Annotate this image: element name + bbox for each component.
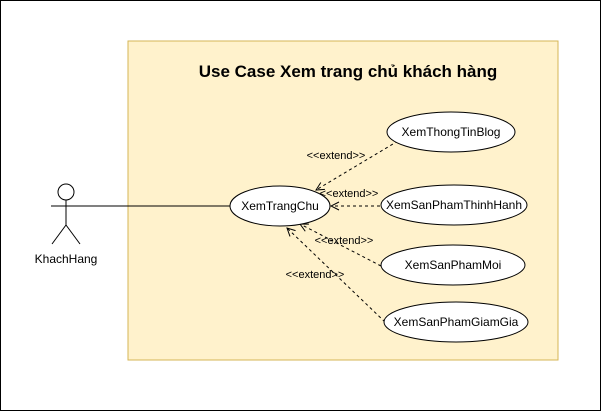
actor-khachhang — [51, 183, 81, 245]
extend-line-blog — [316, 140, 399, 190]
actor-leg-left — [51, 224, 67, 245]
extend-label-giamgia: <<extend>> — [286, 269, 345, 281]
extend-line-giamgia — [287, 228, 386, 323]
diagram-title: Use Case Xem trang chủ khách hàng — [199, 62, 498, 81]
actor-leg-right — [65, 224, 81, 245]
extend-label-blog: <<extend>> — [307, 150, 366, 162]
actor-head — [57, 183, 75, 201]
usecase-xemtrangchu-label: XemTrangChu — [241, 199, 319, 213]
usecase-xemsanphammoi-label: XemSanPhamMoi — [405, 258, 502, 272]
usecase-xemsanphammoi[interactable] — [380, 244, 526, 286]
usecase-xemthongtinblog-label: XemThongTinBlog — [402, 125, 501, 139]
extend-label-moi: <<extend>> — [315, 235, 374, 247]
actor-label: KhachHang — [35, 252, 98, 266]
usecase-xemthongtinblog[interactable] — [386, 111, 516, 153]
usecase-xemsanphamgiamgia[interactable] — [383, 301, 529, 343]
usecase-xemtrangchu[interactable] — [229, 185, 331, 227]
usecase-xemsanphamthinhhanh-label: XemSanPhamThinhHanh — [386, 198, 522, 212]
extend-label-thinhhanh: <<extend>> — [320, 188, 379, 200]
usecase-xemsanphamthinhhanh[interactable] — [380, 184, 528, 226]
usecase-xemsanphamgiamgia-label: XemSanPhamGiamGia — [394, 315, 519, 329]
